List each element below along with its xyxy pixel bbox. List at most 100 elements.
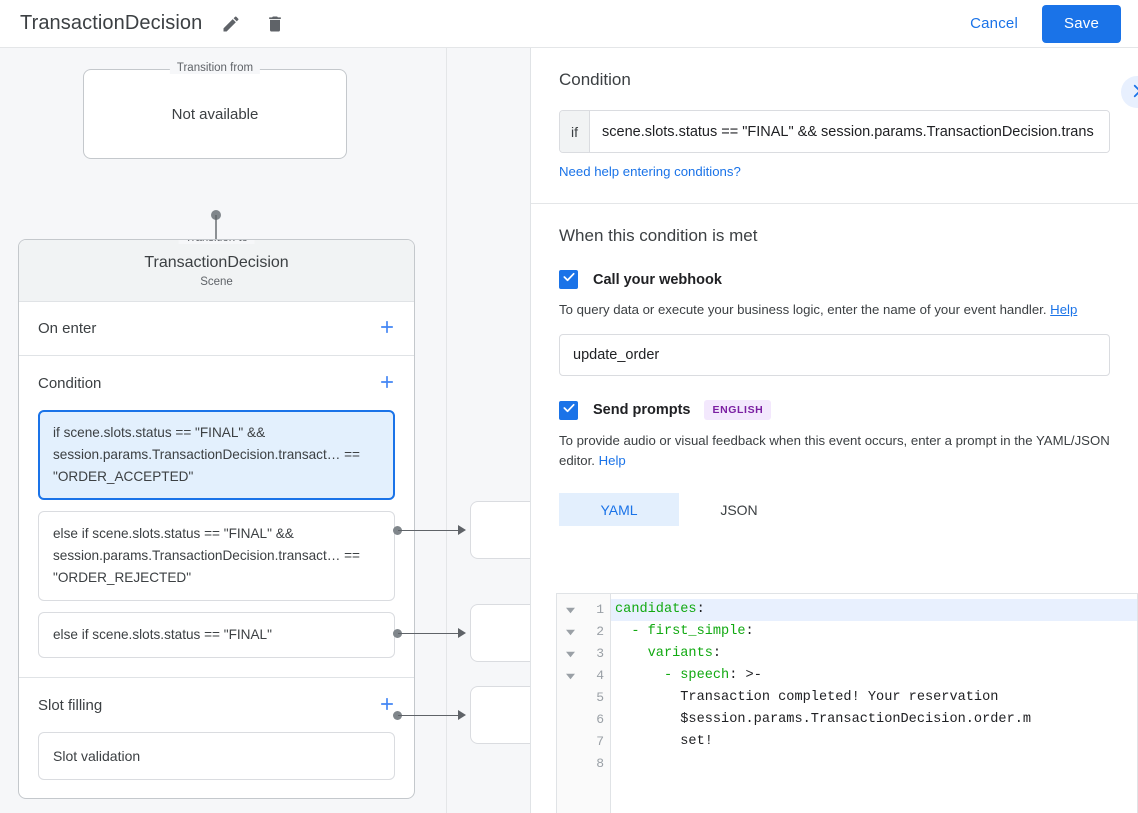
transition-to-card: Transition to TransactionDecision Scene … <box>18 239 415 799</box>
line-number: 3 <box>596 646 604 661</box>
plus-icon <box>377 694 397 717</box>
transition-to-legend: Transition to <box>178 240 255 244</box>
section-on-enter[interactable]: On enter <box>19 302 414 356</box>
code-line[interactable]: Transaction completed! Your reservation <box>615 690 999 705</box>
fold-toggle-icon[interactable] <box>557 621 583 643</box>
add-slot-filling-button[interactable] <box>372 690 402 720</box>
language-badge: ENGLISH <box>704 400 772 420</box>
fold-gutter-cell <box>557 687 583 709</box>
edge-dot <box>393 526 402 535</box>
condition-help-row: Need help entering conditions? <box>559 164 1110 179</box>
fold-toggle-icon[interactable] <box>557 643 583 665</box>
edit-name-button[interactable] <box>216 9 246 39</box>
call-webhook-checkbox[interactable] <box>559 270 578 289</box>
section-condition-label: Condition <box>38 374 102 392</box>
tab-json[interactable]: JSON <box>679 493 799 526</box>
prompts-row: Send prompts ENGLISH <box>559 400 1110 420</box>
delete-button[interactable] <box>260 9 290 39</box>
panel-divider <box>531 203 1138 204</box>
trash-icon <box>265 14 285 34</box>
line-number: 7 <box>596 734 604 749</box>
section-on-enter-label: On enter <box>38 320 97 337</box>
condition-if-prefix: if <box>560 111 590 152</box>
checkmark-icon <box>562 270 576 289</box>
code-line[interactable] <box>611 753 1137 775</box>
condition-met-heading: When this condition is met <box>559 226 758 245</box>
tab-yaml[interactable]: YAML <box>559 493 679 526</box>
code-line[interactable]: candidates: <box>611 599 1137 621</box>
send-prompts-checkbox[interactable] <box>559 400 578 420</box>
yaml-code-editor[interactable]: 1 2 3 4 5 6 7 8 candidates: - first_simple: var… <box>556 593 1138 813</box>
prompts-helper-copy: To provide audio or visual feedback when… <box>559 433 1110 468</box>
add-condition-button[interactable] <box>372 368 402 398</box>
webhook-helper-text: To query data or execute your business l… <box>559 300 1110 320</box>
transition-from-value: Not available <box>171 105 259 123</box>
edge-line <box>398 633 462 634</box>
editor-format-tabs: YAML JSON <box>559 493 1110 526</box>
code-line[interactable]: set! <box>615 734 713 749</box>
graph-divider <box>446 48 447 813</box>
condition-input-group[interactable]: if <box>559 110 1110 153</box>
fold-gutter-cell <box>557 731 583 753</box>
edge-dot <box>393 629 402 638</box>
fold-toggle-icon[interactable] <box>557 599 583 621</box>
scene-name: TransactionDecision <box>144 254 289 271</box>
edge-dot <box>393 711 402 720</box>
code-line[interactable]: variants: <box>647 646 722 661</box>
editor-code-area[interactable]: candidates: - first_simple: variants: - … <box>611 594 1137 813</box>
panel-condition-section: Condition if Need help entering conditio… <box>531 48 1138 203</box>
chevron-right-icon <box>1128 82 1138 103</box>
webhook-help-link[interactable]: Help <box>1050 302 1078 317</box>
prompts-helper-text: To provide audio or visual feedback when… <box>559 431 1110 471</box>
top-app-bar: TransactionDecision Cancel Save <box>0 0 1138 48</box>
line-number: 5 <box>596 690 604 705</box>
fold-gutter-cell <box>557 709 583 731</box>
code-line[interactable]: $session.params.TransactionDecision.orde… <box>615 712 1032 727</box>
plus-icon <box>377 317 397 340</box>
transition-from-box[interactable]: Transition from Not available <box>83 62 347 159</box>
collapse-panel-button[interactable] <box>1121 76 1138 108</box>
scene-header[interactable]: TransactionDecision Scene <box>19 240 414 302</box>
webhook-helper-copy: To query data or execute your business l… <box>559 302 1047 317</box>
line-number: 1 <box>596 602 604 617</box>
edge-line <box>398 715 462 716</box>
panel-actions-section: When this condition is met Call your web… <box>531 204 1138 526</box>
editor-fold-gutter[interactable] <box>557 594 583 813</box>
condition-item-1[interactable]: else if scene.slots.status == "FINAL" &&… <box>38 511 395 601</box>
line-number: 2 <box>596 624 604 639</box>
condition-input[interactable] <box>590 111 1109 152</box>
line-number: 4 <box>596 668 604 683</box>
edge-arrowhead <box>458 710 466 720</box>
panel-condition-heading: Condition <box>559 70 631 89</box>
event-handler-input[interactable] <box>559 334 1110 376</box>
add-on-enter-button[interactable] <box>372 314 402 344</box>
condition-item-0[interactable]: if scene.slots.status == "FINAL" && sess… <box>38 410 395 500</box>
fold-toggle-icon[interactable] <box>557 665 583 687</box>
edge-arrowhead <box>458 525 466 535</box>
checkmark-icon <box>562 401 576 420</box>
line-number: 8 <box>596 756 604 771</box>
call-webhook-label: Call your webhook <box>593 271 722 288</box>
code-line[interactable]: - first_simple: <box>631 624 754 639</box>
section-condition: Condition if scene.slots.status == "FINA… <box>19 356 414 678</box>
section-slot-filling-label: Slot filling <box>38 696 103 714</box>
save-button[interactable]: Save <box>1042 4 1121 43</box>
transition-from-legend: Transition from <box>169 62 261 74</box>
line-number: 6 <box>596 712 604 727</box>
fold-gutter-cell <box>557 753 583 775</box>
scene-kind: Scene <box>200 276 233 288</box>
workspace: Transition from Not available Transition… <box>0 48 1138 813</box>
prompts-help-link[interactable]: Help <box>598 453 626 468</box>
code-line[interactable]: - speech: >- <box>663 668 762 683</box>
page-title: TransactionDecision <box>20 12 203 34</box>
send-prompts-label: Send prompts <box>593 402 691 418</box>
webhook-row: Call your webhook <box>559 270 1110 289</box>
edge-line <box>398 530 462 531</box>
edge-arrowhead <box>458 628 466 638</box>
slot-validation-item[interactable]: Slot validation <box>38 732 395 780</box>
section-slot-filling: Slot filling Slot validation <box>19 678 414 796</box>
scene-graph: Transition from Not available Transition… <box>0 48 590 813</box>
condition-item-2[interactable]: else if scene.slots.status == "FINAL" <box>38 612 395 658</box>
cancel-button[interactable]: Cancel <box>958 7 1030 40</box>
condition-help-link[interactable]: Need help entering conditions? <box>559 164 741 179</box>
